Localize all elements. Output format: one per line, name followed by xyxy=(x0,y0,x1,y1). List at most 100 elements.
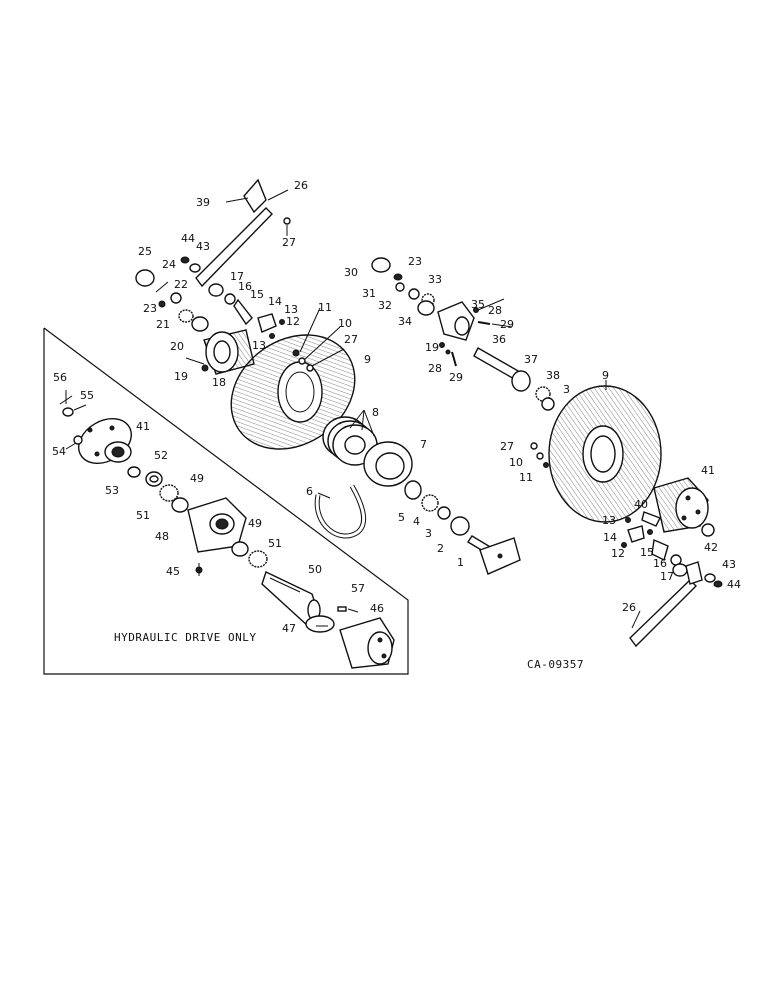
callout-48: 48 xyxy=(155,530,169,543)
callout-13-b: 13 xyxy=(252,339,266,352)
part-14b-bracket xyxy=(627,525,645,543)
callout-47: 47 xyxy=(282,622,296,635)
part-26b-support-arm xyxy=(629,561,703,648)
callout-29: 29 xyxy=(500,318,514,331)
part-27c-nut xyxy=(530,442,538,450)
part-48-housing xyxy=(187,497,247,553)
callout-45: 45 xyxy=(166,565,180,578)
callout-43-b: 43 xyxy=(722,558,736,571)
callout-38: 38 xyxy=(546,369,560,382)
callout-22: 22 xyxy=(174,278,188,291)
inset-border xyxy=(43,327,409,675)
part-49-cup xyxy=(171,497,189,513)
part-11-bolt xyxy=(292,349,300,357)
part-30-seal xyxy=(371,257,391,273)
part-49b-cup xyxy=(231,541,249,557)
part-4-bearing-cone xyxy=(421,494,439,512)
leader-lines xyxy=(65,189,641,629)
part-13-bolt xyxy=(279,319,285,325)
callout-19-b: 19 xyxy=(425,341,439,354)
callout-23: 23 xyxy=(143,302,157,315)
callout-4: 4 xyxy=(413,515,420,528)
part-7-plate xyxy=(363,441,413,487)
callout-14-b: 14 xyxy=(603,531,617,544)
callout-34: 34 xyxy=(398,315,412,328)
part-50-shaft xyxy=(261,571,321,627)
callout-37: 37 xyxy=(524,353,538,366)
callout-12: 12 xyxy=(286,315,300,328)
callout-52: 52 xyxy=(154,449,168,462)
part-53-seal xyxy=(127,466,141,478)
callout-21: 21 xyxy=(156,318,170,331)
callout-9-b: 9 xyxy=(602,369,609,382)
callout-32: 32 xyxy=(378,299,392,312)
callout-1: 1 xyxy=(457,556,464,569)
callout-labels: 39 26 27 44 43 25 24 22 23 21 20 19 18 1… xyxy=(52,179,741,635)
callout-6: 6 xyxy=(306,485,313,498)
callout-8: 8 xyxy=(372,406,379,419)
part-31-nut xyxy=(395,282,405,292)
callout-10: 10 xyxy=(338,317,352,330)
callout-23-b: 23 xyxy=(408,255,422,268)
part-16-cup xyxy=(224,293,236,305)
callout-56: 56 xyxy=(53,371,67,384)
part-51b-bearing-cone xyxy=(248,550,268,568)
part-18-hub xyxy=(203,329,255,375)
callout-25: 25 xyxy=(138,245,152,258)
part-46-hydraulic-motor xyxy=(339,617,395,669)
part-40-spindle xyxy=(641,511,661,527)
callout-49-b: 49 xyxy=(248,517,262,530)
callout-19: 19 xyxy=(174,370,188,383)
part-9-reel-disc xyxy=(230,334,356,450)
part-44b-nut xyxy=(713,580,723,588)
callout-36: 36 xyxy=(492,333,506,346)
part-52-cup xyxy=(145,471,163,487)
callout-42: 42 xyxy=(704,541,718,554)
part-22-bearing xyxy=(170,292,182,304)
callout-27-c: 27 xyxy=(500,440,514,453)
part-41-hub-flange xyxy=(78,418,132,464)
callout-44: 44 xyxy=(181,232,195,245)
callout-53: 53 xyxy=(105,484,119,497)
callout-14: 14 xyxy=(268,295,282,308)
callout-7: 7 xyxy=(420,438,427,451)
part-27b-nut xyxy=(306,364,314,372)
part-14-bracket xyxy=(257,313,277,333)
callout-50: 50 xyxy=(308,563,322,576)
callout-43: 43 xyxy=(196,240,210,253)
part-28b-nut xyxy=(445,349,451,355)
callout-41-b: 41 xyxy=(136,420,150,433)
callout-3-b: 3 xyxy=(563,383,570,396)
part-2-bearing xyxy=(450,516,470,536)
callout-13-c: 13 xyxy=(602,514,616,527)
callout-31: 31 xyxy=(362,287,376,300)
callout-13: 13 xyxy=(284,303,298,316)
callout-49: 49 xyxy=(190,472,204,485)
part-43b-washer xyxy=(704,573,716,583)
hydraulic-drive-inset: HYDRAULIC DRIVE ONLY xyxy=(43,327,409,675)
callout-16-b: 16 xyxy=(653,557,667,570)
part-47-o-ring xyxy=(305,615,335,633)
part-15-spindle xyxy=(233,298,253,326)
part-26-support-arm xyxy=(195,178,273,288)
part-23b-washer xyxy=(393,273,403,281)
part-24-pin xyxy=(155,281,169,293)
callout-10-b: 10 xyxy=(509,456,523,469)
callout-16: 16 xyxy=(238,280,252,293)
part-29-bolt xyxy=(477,321,491,325)
part-35-housing xyxy=(437,301,475,341)
part-1-shaft xyxy=(467,535,521,575)
part-3-cup xyxy=(437,506,451,520)
part-17b-bearing xyxy=(672,563,688,577)
callout-26-b: 26 xyxy=(622,601,636,614)
callout-28: 28 xyxy=(488,304,502,317)
part-42-seal xyxy=(701,523,715,537)
part-19-fitting xyxy=(201,364,209,372)
part-9b-reel-disc xyxy=(548,385,662,523)
part-32-bearing xyxy=(408,288,420,300)
callout-33: 33 xyxy=(428,273,442,286)
callout-27-b: 27 xyxy=(344,333,358,346)
callout-2: 2 xyxy=(437,542,444,555)
callout-40: 40 xyxy=(634,498,648,511)
